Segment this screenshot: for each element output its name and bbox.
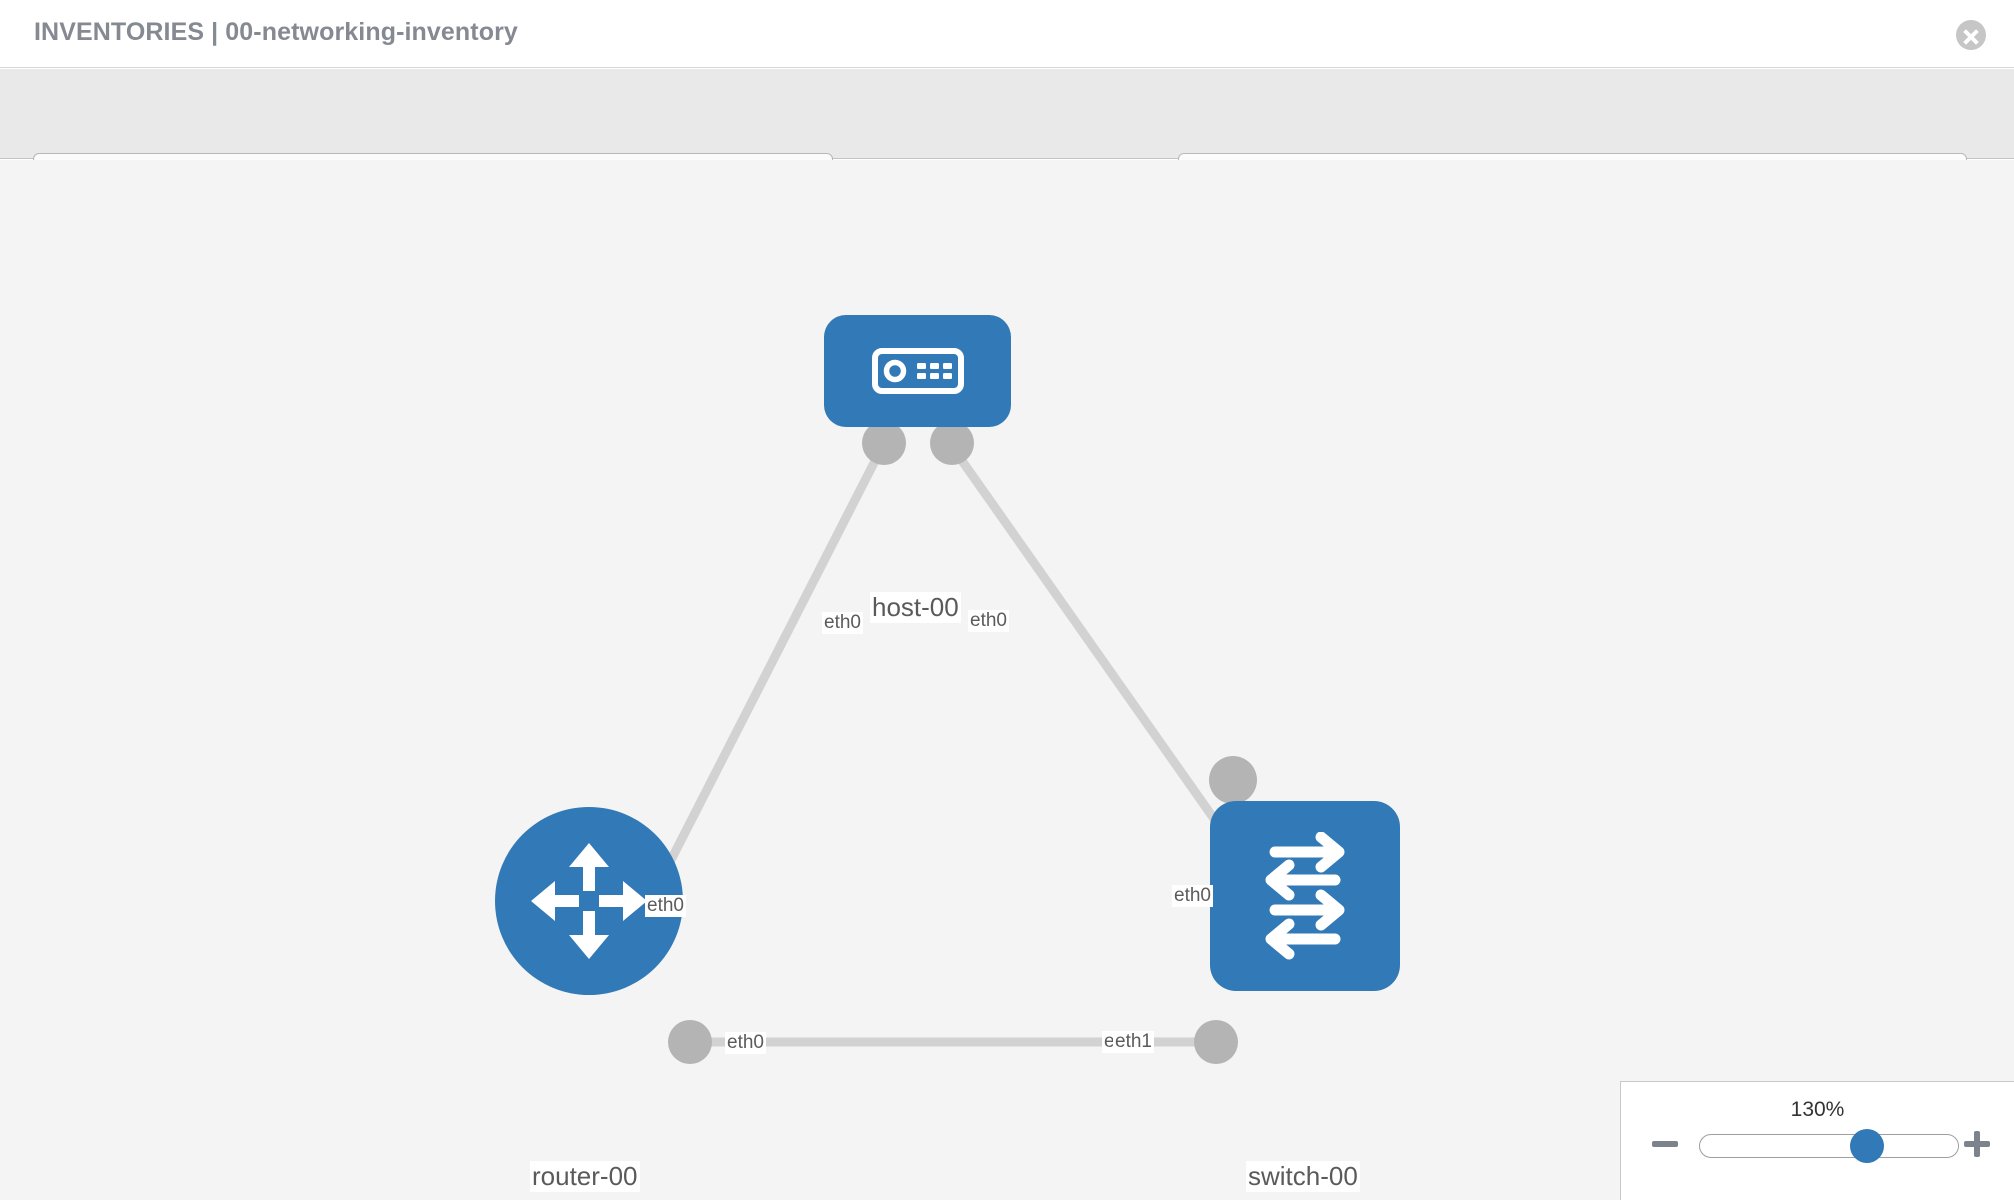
page-header: INVENTORIES | 00-networking-inventory [0,0,2014,68]
topology-edges [643,421,1257,1064]
interface-label-switch-up: eth0 [1172,885,1213,907]
node-label-router-00: router-00 [530,1161,640,1192]
zoom-out-button[interactable] [1649,1128,1681,1160]
port-host-right [930,421,974,465]
port-host-left [862,421,906,465]
interface-label-switch-mid-front: eth1 [1113,1031,1154,1053]
node-host-00[interactable] [824,315,1011,427]
server-icon [871,348,964,394]
close-icon[interactable] [1956,20,1986,50]
port-switch-top [1209,756,1257,804]
zoom-level-value: 130% [1790,1098,1845,1121]
port-router-right [668,1020,712,1064]
interface-label-router-mid: eth0 [725,1032,766,1054]
node-label-switch-00: switch-00 [1246,1161,1360,1192]
port-group [668,421,1257,1064]
edge-group [643,452,1247,1047]
switch-arrows-icon [1265,832,1345,960]
zoom-in-button[interactable] [1961,1128,1993,1160]
interface-label-host-left: eth0 [822,612,863,634]
zoom-control-panel: 130% [1620,1081,2014,1200]
interface-label-host-right: eth0 [968,610,1009,632]
interface-label-router-up: eth0 [645,895,686,917]
toolbar: ACTIONS SEARCH [0,69,2014,206]
topology-canvas[interactable]: host-00 router-00 switch-00 eth0 eth0 et… [0,160,2014,1200]
port-switch-left [1194,1020,1238,1064]
zoom-slider-thumb[interactable] [1850,1129,1884,1163]
node-label-host-00: host-00 [870,592,961,623]
zoom-slider[interactable] [1699,1129,1959,1163]
router-arrows-icon [531,843,647,959]
node-switch-00[interactable] [1210,801,1400,991]
edge-host-router [643,452,883,908]
edge-host-switch [954,452,1247,863]
page-title: INVENTORIES | 00-networking-inventory [34,18,518,46]
